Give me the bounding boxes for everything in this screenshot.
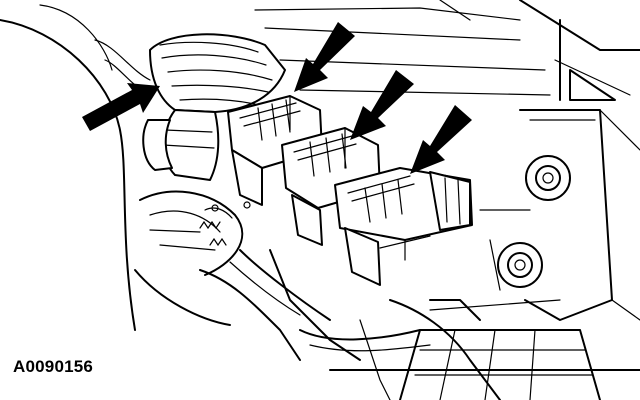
arrow-hose-icon (82, 83, 160, 131)
callout-arrows (82, 22, 472, 174)
arrow-connector-1-icon (294, 22, 355, 92)
wiring-harness (134, 190, 501, 400)
floor-grille (329, 299, 640, 400)
bulkhead-panel (0, 0, 640, 331)
arrow-connector-2-icon (350, 70, 414, 140)
arrow-connector-3-icon (410, 105, 472, 174)
mounting-bracket (479, 109, 640, 321)
connector-3 (334, 167, 473, 286)
figure-id-label: A0090156 (13, 357, 94, 376)
